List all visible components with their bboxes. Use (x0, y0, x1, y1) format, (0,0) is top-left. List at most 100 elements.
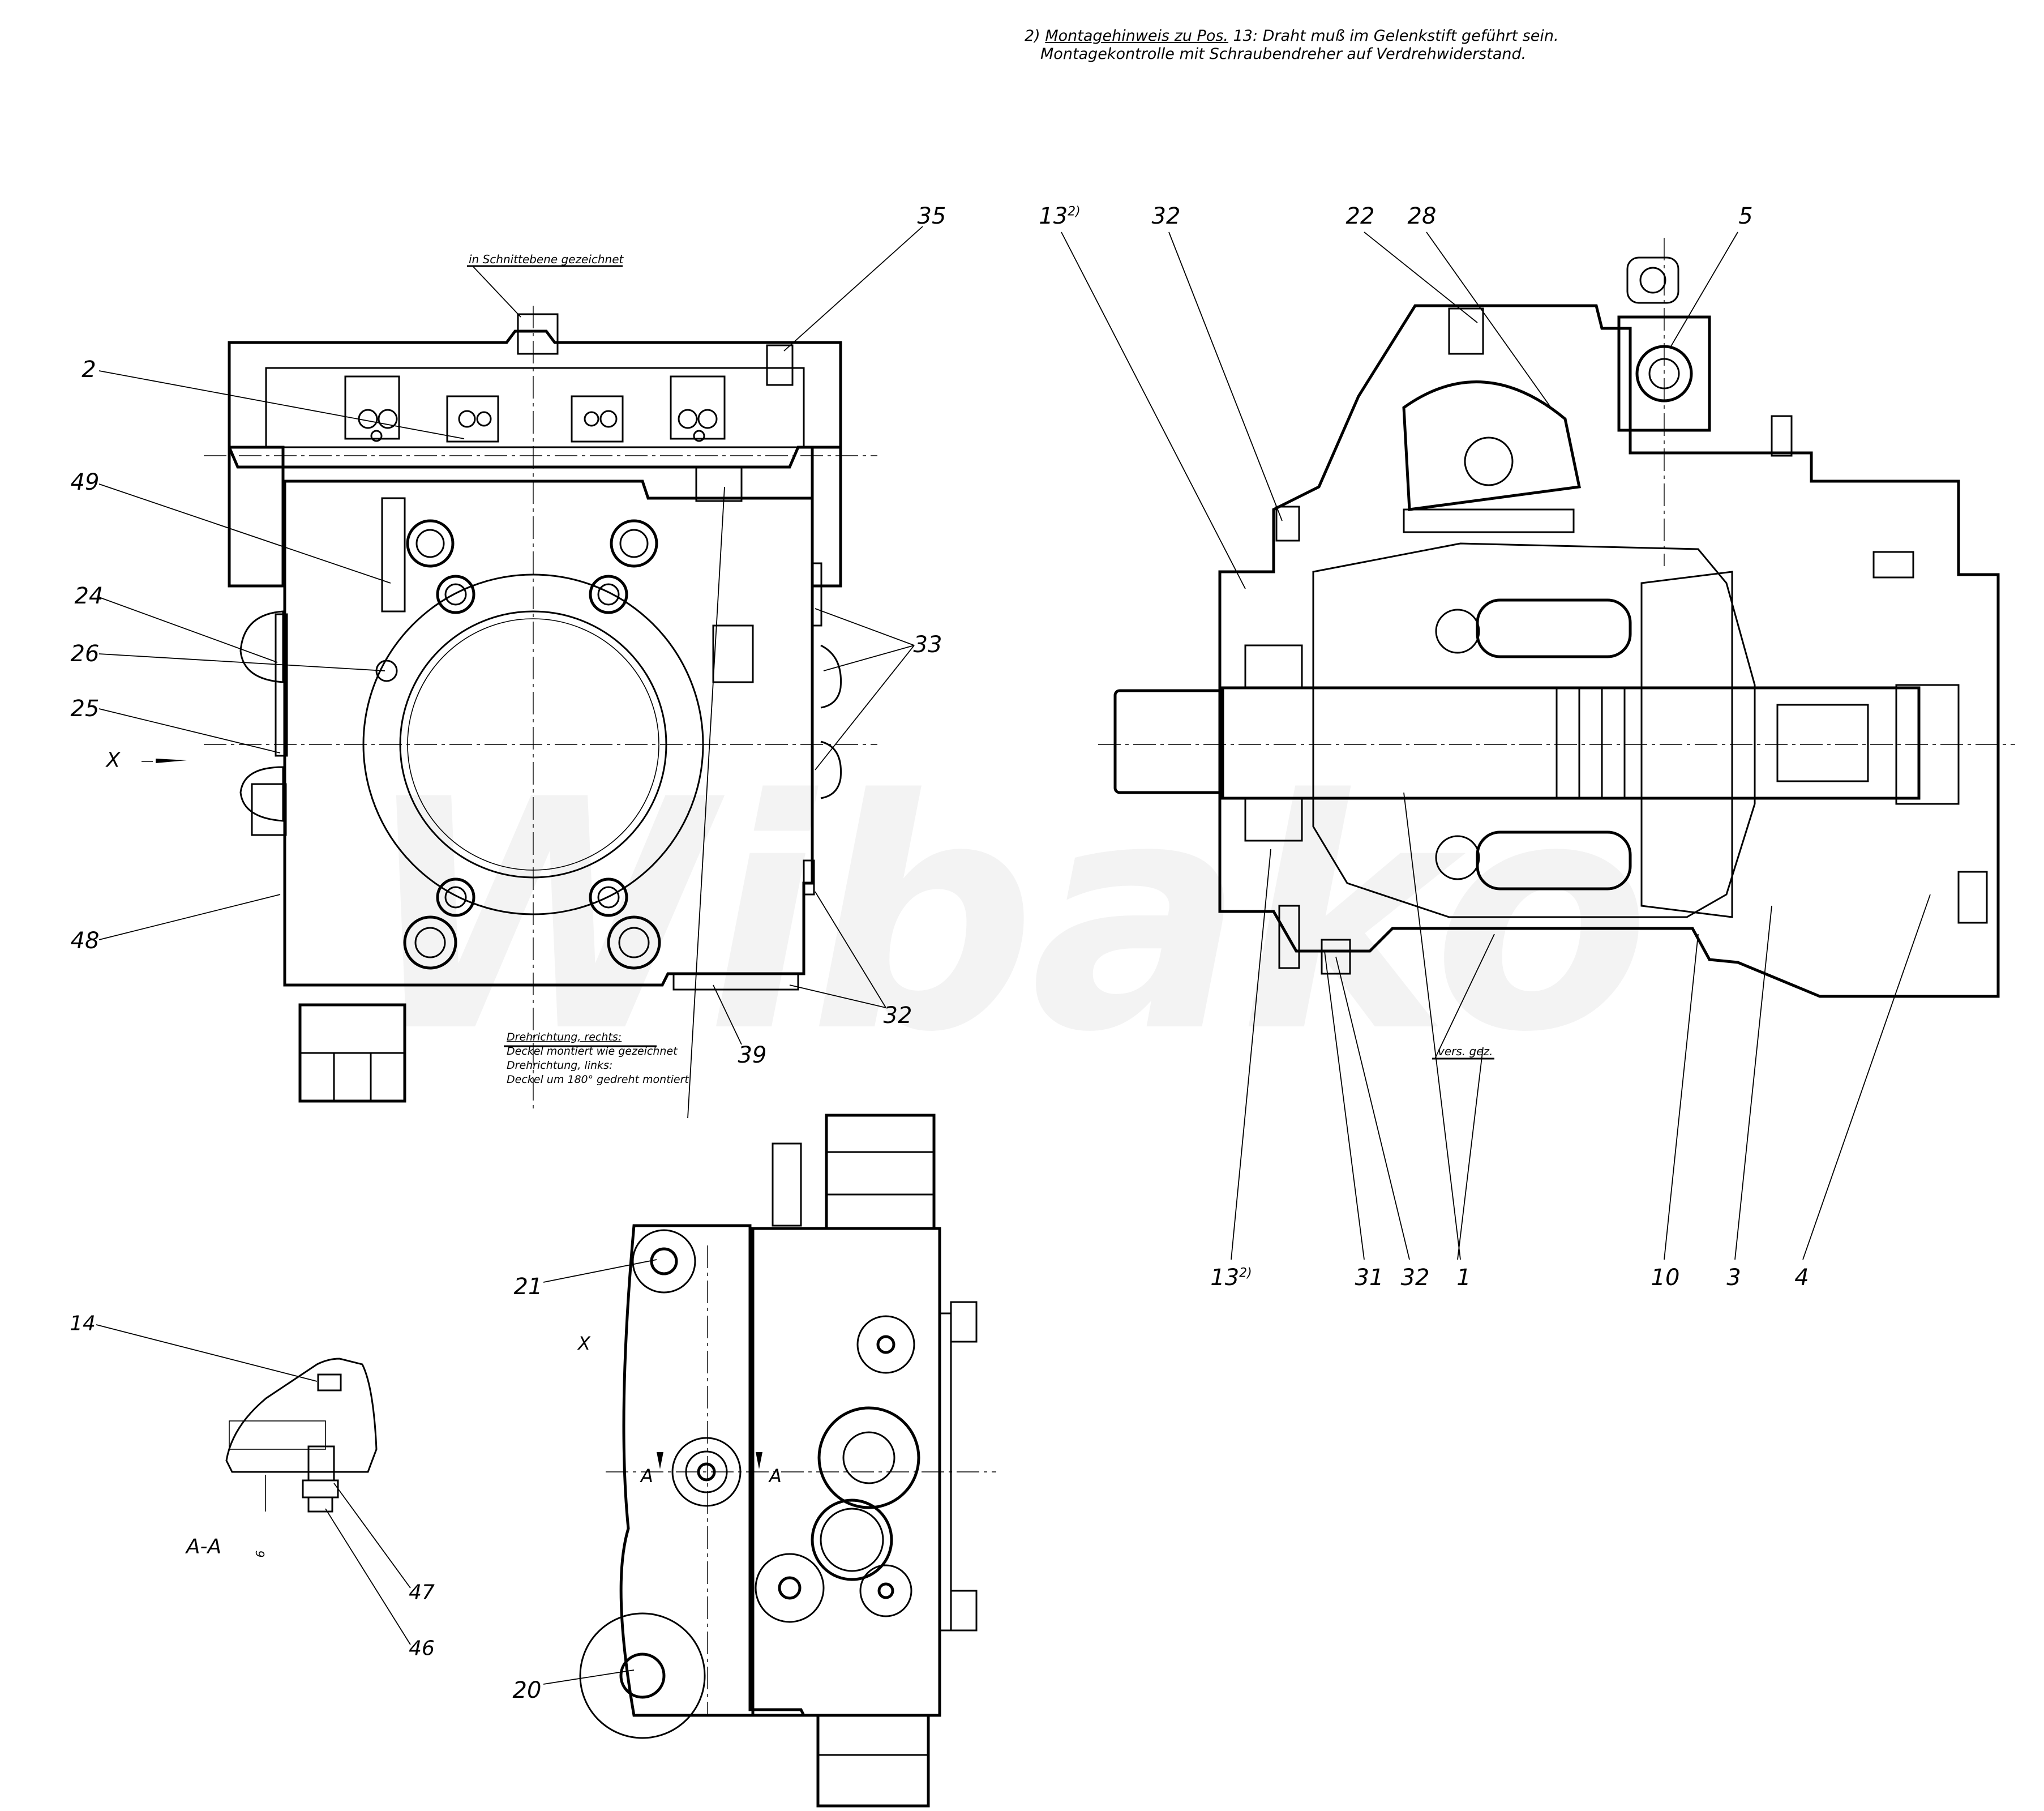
callout-5: 5 (1738, 203, 1753, 229)
plug-seal (275, 613, 288, 757)
rotation-right-text: Deckel montiert wie gezeichnet (507, 1045, 678, 1058)
cover-bolts (403, 519, 661, 970)
view-x (579, 1114, 996, 1808)
section-view (1098, 238, 2015, 998)
detail-aa (225, 1358, 378, 1513)
callout-21: 21 (513, 1274, 543, 1300)
callout-32-top: 32 (1151, 203, 1181, 229)
callout-28: 28 (1407, 203, 1437, 229)
port-33-c (820, 740, 842, 799)
callout-20: 20 (512, 1677, 542, 1703)
section-a-label-left: A (641, 1465, 653, 1487)
callout-46: 46 (409, 1637, 435, 1660)
drive-shaft-stub (1113, 689, 1224, 794)
port-33-b (820, 644, 842, 709)
spring (1556, 688, 1626, 798)
side-flange-right (811, 446, 842, 588)
bottom-hex-fitting (816, 1714, 930, 1808)
swash-plate-28 (1402, 380, 1581, 511)
port-right-boss (1957, 871, 1988, 924)
front-bearing-lower (1244, 797, 1303, 842)
swash-pivot (1464, 436, 1514, 486)
callout-2: 2 (82, 357, 96, 383)
section-arrow-left (657, 1452, 663, 1469)
callout-33: 33 (913, 632, 942, 658)
housing-top-nut (695, 466, 743, 502)
callout-26: 26 (70, 641, 100, 667)
shaft-spline (1776, 704, 1869, 782)
small-port-3 (859, 1564, 912, 1617)
callout-49: 49 (70, 469, 100, 495)
fitting-right (712, 624, 754, 683)
plug-21 (632, 1229, 696, 1294)
rotation-left-text: Deckel um 180° gedreht montiert (507, 1073, 689, 1086)
view-x-label: X (578, 1333, 590, 1354)
callout-35: 35 (917, 203, 946, 229)
callout-13-bottom-footnote: 2) (1239, 1266, 1252, 1281)
rotation-left-heading: Drehrichtung, links: (507, 1059, 613, 1072)
swash-base (1403, 508, 1575, 533)
callout-22: 22 (1345, 203, 1375, 229)
bearing-right (670, 375, 726, 442)
view-x-label-arrow: X (106, 748, 121, 772)
valve-cap (1626, 256, 1679, 304)
detail-aa-cavity (229, 1420, 326, 1450)
drive-shaft (1221, 686, 1921, 800)
top-right-stud (1771, 415, 1793, 457)
callout-48: 48 (70, 928, 100, 954)
offset-drawn-note: vers. gez. (1438, 1044, 1493, 1058)
right-cap-screw (1872, 551, 1914, 579)
fill-plug-22 (1448, 307, 1484, 355)
plug-screw-35 (766, 344, 794, 386)
pump-housing-section (1218, 304, 2000, 998)
top-cover-section (228, 329, 842, 469)
footnote-line2: Montagekontrolle mit Schraubendreher auf… (1040, 45, 1527, 63)
callout-10: 10 (1651, 1265, 1680, 1291)
top-port-boss (517, 313, 559, 355)
section-a-label-right: A (769, 1465, 782, 1487)
footnote-heading: Montagehinweis zu Pos. (1045, 27, 1229, 45)
piston-ball-upper (1435, 609, 1480, 654)
callout-24: 24 (74, 583, 104, 609)
pin-49 (381, 497, 406, 613)
side-nut (251, 783, 287, 836)
side-plug-24-25 (239, 610, 284, 683)
callout-39: 39 (738, 1042, 767, 1068)
rotation-right-heading: Drehrichtung, rechts: (507, 1031, 622, 1043)
callout-13-top: 132) (1039, 203, 1081, 229)
footnote-line1: 13: Draht muß im Gelenkstift geführt sei… (1228, 27, 1559, 45)
plug-20 (579, 1612, 706, 1739)
cover-inner-cavity (265, 367, 805, 448)
section-arrow-right (756, 1452, 762, 1469)
large-port (817, 1406, 920, 1509)
side-flange (228, 446, 285, 588)
assembly-footnote: 2) Montagehinweis zu Pos. 13: Draht muß … (1025, 27, 1559, 63)
callout-47: 47 (409, 1581, 435, 1604)
callout-3: 3 (1726, 1265, 1741, 1291)
small-port-2 (755, 1553, 825, 1623)
detail-aa-stud-46 (307, 1496, 333, 1513)
side-plug-lower (239, 766, 284, 822)
piston-ball-lower (1435, 835, 1480, 880)
screw-31 (1278, 905, 1300, 969)
front-view (204, 306, 877, 1110)
callout-13-bottom-number: 13 (1210, 1265, 1240, 1291)
detail-aa-nut-47 (302, 1479, 339, 1499)
seal-center-right (571, 395, 624, 443)
seal-center-left (446, 395, 499, 443)
front-bearing (1244, 644, 1303, 689)
large-port-2 (811, 1499, 893, 1581)
callout-1: 1 (1456, 1265, 1471, 1291)
callout-14: 14 (70, 1312, 96, 1335)
port-33-a (811, 562, 822, 627)
section-aa-label: A-A (186, 1535, 222, 1559)
top-hex-fitting (825, 1114, 936, 1230)
detail-aa-section (225, 1358, 378, 1473)
valve-side-tab-2 (950, 1590, 978, 1632)
footnote-marker: 2) (1025, 27, 1040, 45)
valve-block-left (619, 1224, 807, 1717)
callout-13-bottom: 132) (1210, 1265, 1252, 1291)
leader-lines (96, 226, 1931, 1685)
callout-13-top-footnote: 2) (1068, 204, 1081, 219)
